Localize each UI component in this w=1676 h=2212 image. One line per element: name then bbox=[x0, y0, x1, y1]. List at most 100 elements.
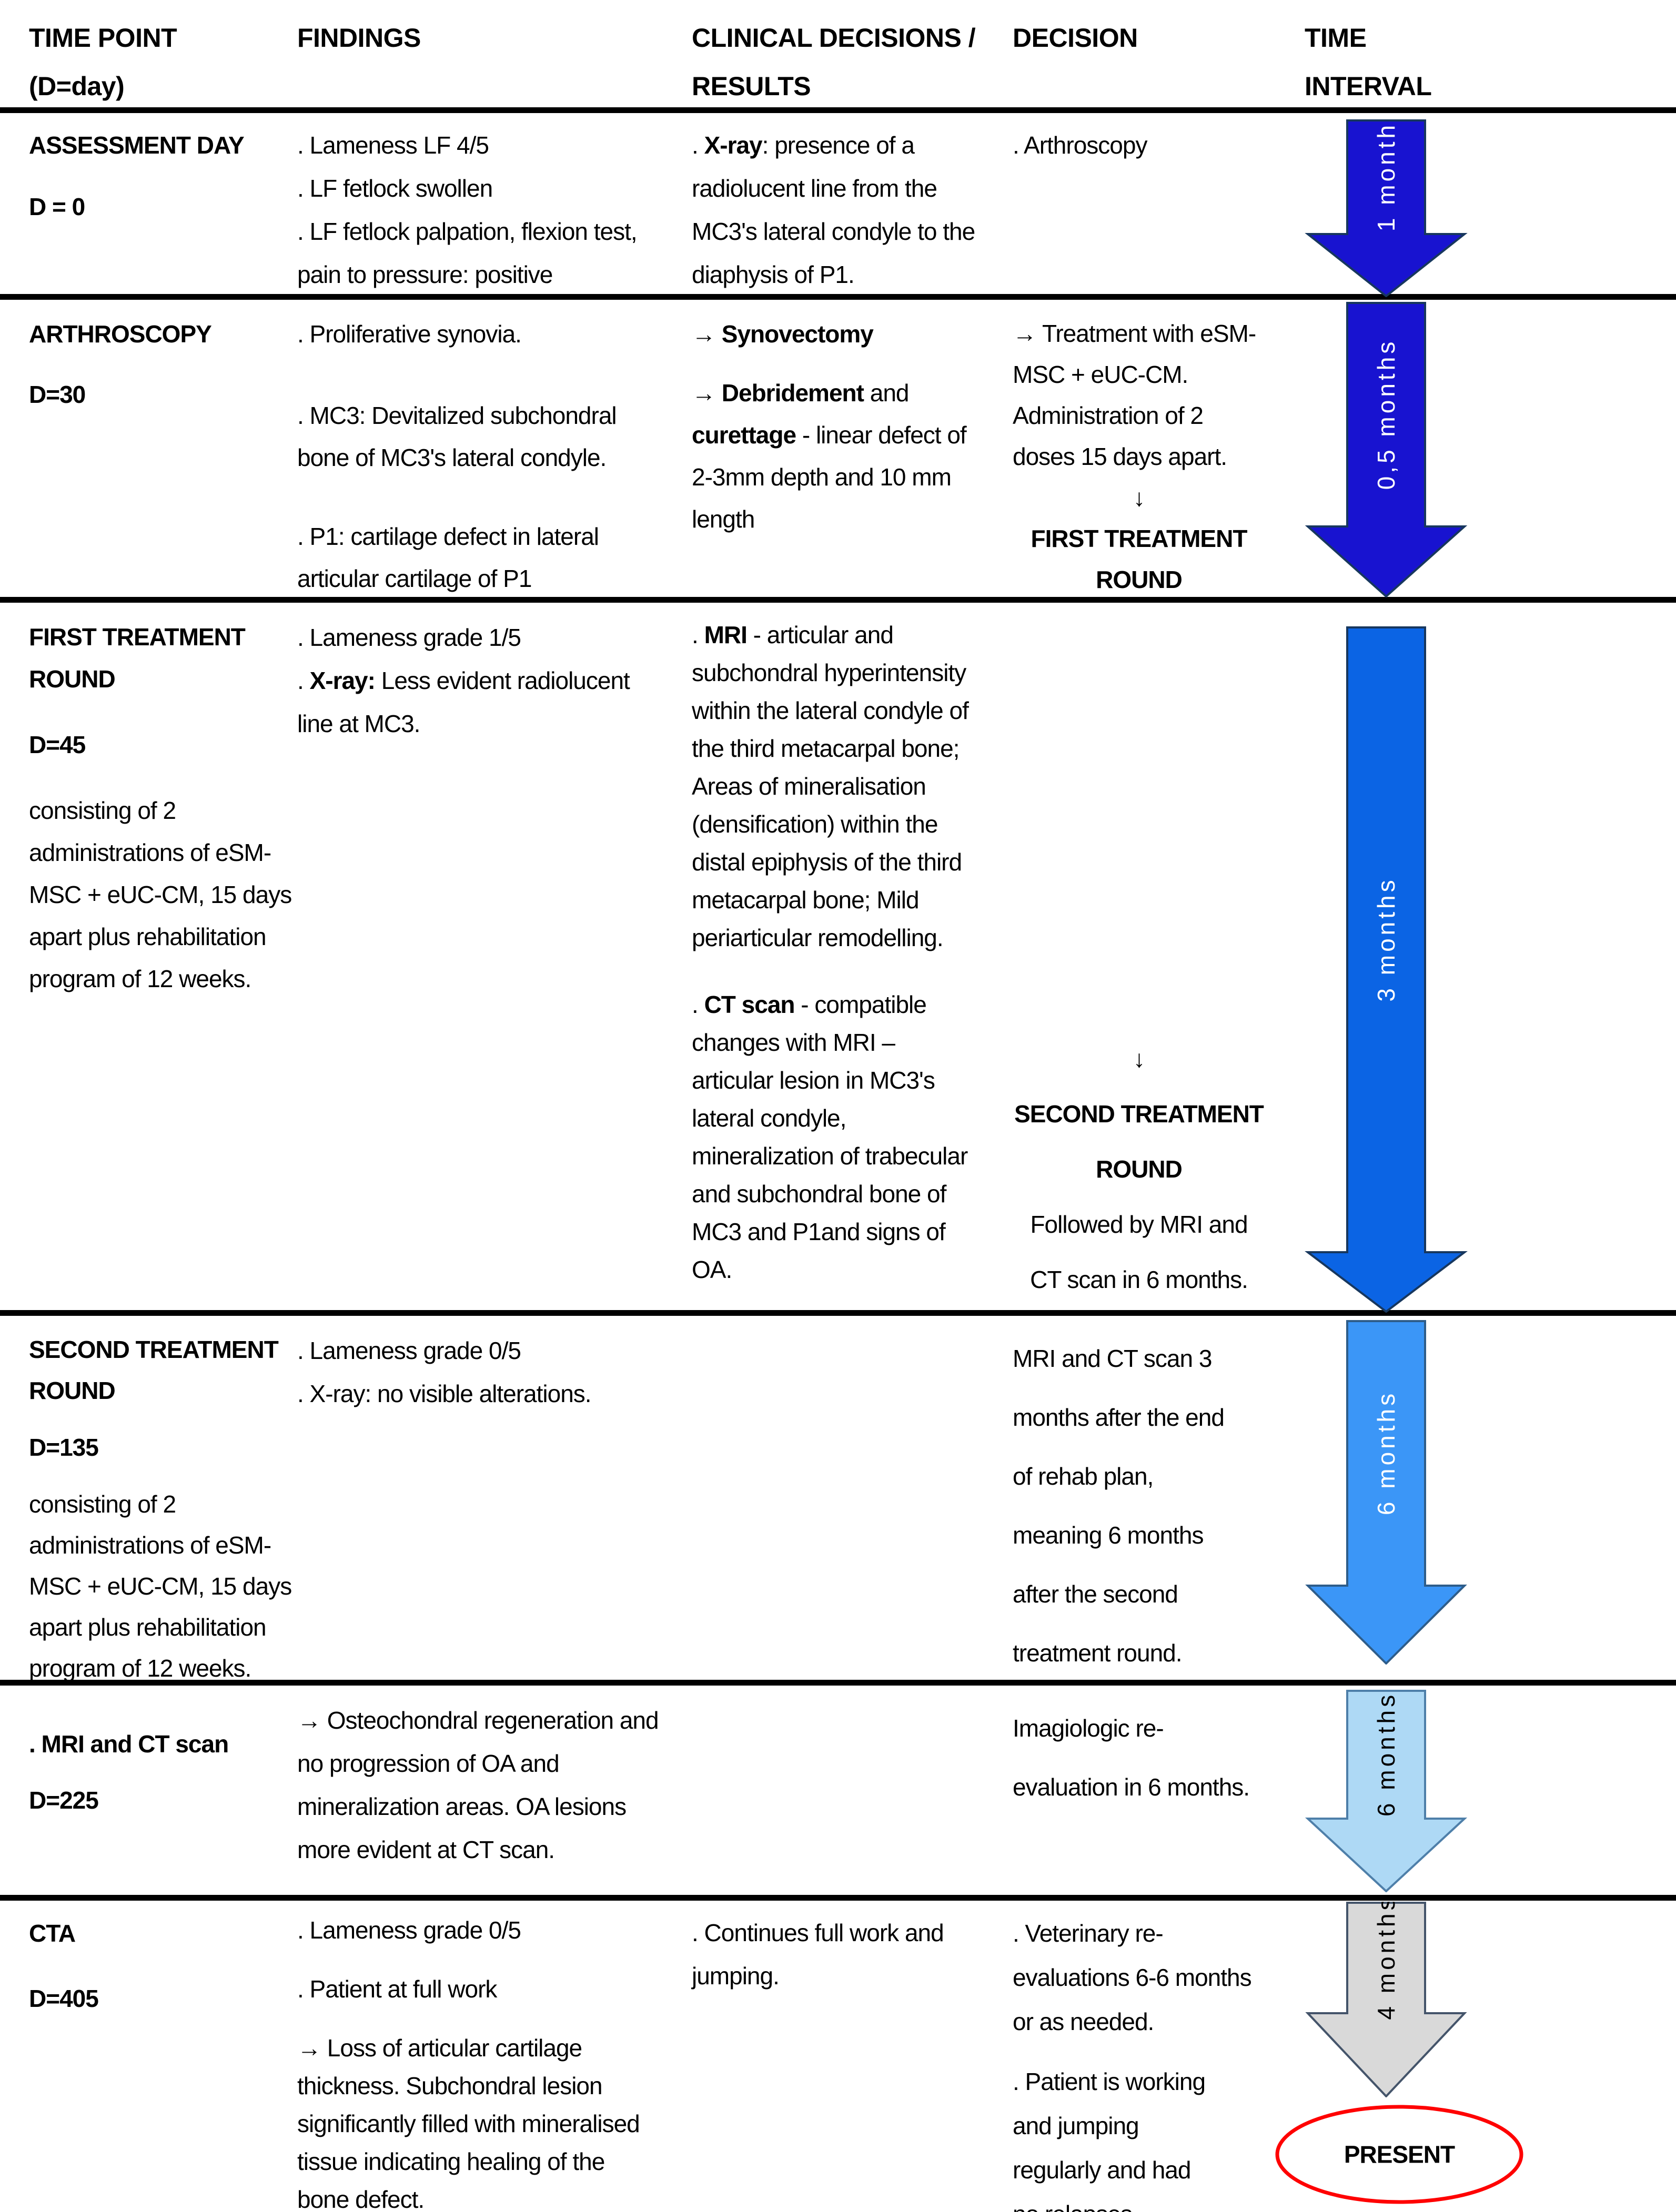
present-label: PRESENT bbox=[1344, 2141, 1455, 2168]
timepoint-cell: ARTHROSCOPY D=30 bbox=[29, 300, 292, 415]
header-decision: DECISION bbox=[1013, 23, 1138, 53]
text-block: ↓ bbox=[1133, 484, 1145, 511]
text-block: D = 0 bbox=[29, 193, 85, 220]
text-block: CTA bbox=[29, 1920, 76, 1947]
down-arrow-icon: 4 months bbox=[1305, 1902, 1467, 2097]
findings-cell: . Proliferative synovia. . MC3: Devitaliz… bbox=[297, 300, 689, 600]
arrow-label: 1 month bbox=[1372, 122, 1400, 231]
text-block: . Lameness grade 0/5. X-ray: no visible … bbox=[297, 1337, 592, 1407]
down-arrow-icon: 0,5 months bbox=[1305, 302, 1468, 597]
arrow-label: 6 months bbox=[1372, 1692, 1400, 1817]
text-block: → Synovectomy bbox=[692, 320, 874, 348]
clinical-decisions-cell bbox=[692, 1686, 1007, 1699]
arrow-label: 4 months bbox=[1372, 1902, 1400, 2020]
table-header: TIME POINT (D=day) FINDINGS CLINICAL DEC… bbox=[0, 0, 1676, 113]
timeline-row-assessment-day: ASSESSMENT DAY D = 0 . Lameness LF 4/5. LF… bbox=[0, 113, 1676, 300]
findings-cell: . Lameness grade 1/5. X-ray: Less eviden… bbox=[297, 603, 689, 745]
timeline-row-arthroscopy: ARTHROSCOPY D=30 . Proliferative synovia..… bbox=[0, 300, 1676, 603]
header-time-point: TIME POINT (D=day) bbox=[29, 14, 177, 110]
text-block: Imagiologic re-evaluation in 6 months. bbox=[1013, 1714, 1250, 1801]
findings-cell: . Lameness grade 0/5. X-ray: no visible … bbox=[297, 1316, 689, 1415]
findings-cell: . Lameness LF 4/5. LF fetlock swollen. L… bbox=[297, 113, 689, 296]
oval-icon: PRESENT bbox=[1275, 2105, 1523, 2204]
text-block: ↓ bbox=[1133, 1045, 1145, 1072]
time-interval-arrow: 4 months bbox=[1263, 1902, 1510, 2097]
arrow-label: 6 months bbox=[1372, 1391, 1400, 1515]
time-interval-arrow: 1 month bbox=[1263, 119, 1510, 297]
clinical-decisions-cell bbox=[692, 1316, 1007, 1329]
text-block: D=45 bbox=[29, 731, 86, 758]
time-interval-arrow: 6 months bbox=[1263, 1690, 1510, 1892]
down-arrow-icon: 6 months bbox=[1305, 1690, 1468, 1892]
time-interval-arrow: 6 months bbox=[1263, 1320, 1510, 1665]
text-block: . Lameness LF 4/5. LF fetlock swollen. L… bbox=[297, 131, 638, 288]
timepoint-cell: ASSESSMENT DAY D = 0 bbox=[29, 113, 292, 228]
text-block: . Proliferative synovia. bbox=[297, 320, 522, 348]
text-block: . Arthroscopy bbox=[1013, 131, 1147, 159]
header-time-interval: TIME INTERVAL bbox=[1305, 23, 1432, 101]
down-arrow-icon: 3 months bbox=[1305, 626, 1468, 1313]
text-block: D=225 bbox=[29, 1787, 99, 1814]
text-block: D=135 bbox=[29, 1434, 99, 1461]
header-time-point-line2: (D=day) bbox=[29, 72, 125, 101]
time-interval-arrow: 0,5 months bbox=[1263, 302, 1510, 597]
text-block: D=30 bbox=[29, 381, 86, 408]
arrow-label: 0,5 months bbox=[1372, 339, 1400, 490]
findings-cell: . Lameness grade 0/5 . Patient at full wo… bbox=[297, 1901, 689, 2212]
header-findings: FINDINGS bbox=[297, 23, 421, 53]
down-arrow-icon: 6 months bbox=[1305, 1320, 1467, 1665]
text-block: ARTHROSCOPY bbox=[29, 320, 212, 348]
decision-cell: Imagiologic re-evaluation in 6 months. bbox=[1013, 1686, 1265, 1817]
decision-cell: . Arthroscopy bbox=[1013, 113, 1265, 167]
text-block: → Treatment with eSM-MSC + eUC-CM.Admini… bbox=[1013, 320, 1256, 470]
time-interval-arrow: 3 months bbox=[1263, 626, 1510, 1313]
present-marker: PRESENT bbox=[1273, 2103, 1526, 2206]
text-block: . MRI and CT scan bbox=[29, 1730, 229, 1758]
header-time-point-line1: TIME POINT bbox=[29, 23, 177, 53]
text-block: . Patient at full work bbox=[297, 1975, 497, 2003]
header-clinical-decisions: CLINICAL DECISIONS / RESULTS bbox=[692, 23, 976, 101]
text-block: . Lameness grade 1/5. X-ray: Less eviden… bbox=[297, 624, 630, 737]
text-block: . Lameness grade 0/5 bbox=[297, 1916, 521, 1944]
down-arrow-icon: 1 month bbox=[1305, 119, 1468, 297]
decision-cell: → Treatment with eSM-MSC + eUC-CM.Admini… bbox=[1013, 300, 1265, 600]
text-block: ASSESSMENT DAY bbox=[29, 131, 245, 159]
arrow-label: 3 months bbox=[1372, 877, 1400, 1001]
